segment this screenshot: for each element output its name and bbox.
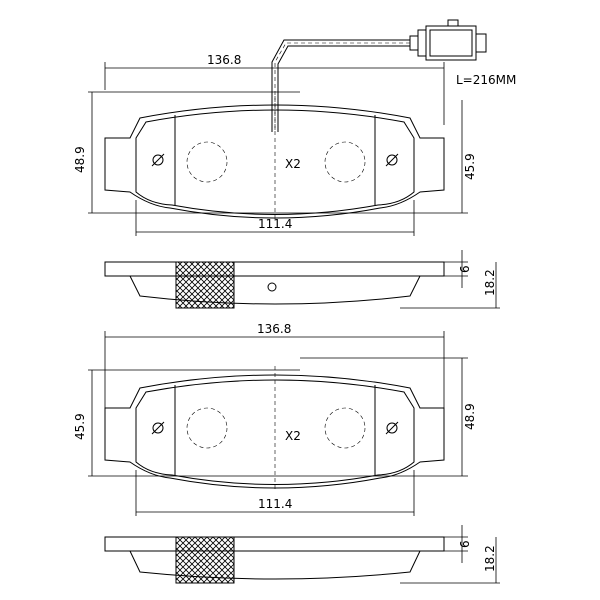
top-thickness-label: 6 bbox=[458, 265, 472, 273]
bottom-right-height-label: 48.9 bbox=[463, 403, 477, 430]
top-left-height-label: 48.9 bbox=[73, 146, 87, 173]
bottom-left-height-label: 45.9 bbox=[73, 413, 87, 440]
top-side-view: 6 18.2 bbox=[104, 250, 500, 309]
top-overall-thickness-label: 18.2 bbox=[483, 269, 497, 296]
top-right-height-label: 45.9 bbox=[463, 153, 477, 180]
top-lower-width-label: 111.4 bbox=[258, 217, 292, 231]
wire-length-label: L=216MM bbox=[456, 73, 516, 87]
top-width-label: 136.8 bbox=[207, 53, 241, 67]
bottom-pad-view: 136.8 45.9 48.9 X2 111.4 bbox=[73, 322, 477, 516]
bottom-lower-width-label: 111.4 bbox=[258, 497, 292, 511]
top-friction-hatch bbox=[175, 261, 235, 309]
bottom-width-label: 136.8 bbox=[257, 322, 291, 336]
bottom-friction-hatch bbox=[175, 536, 235, 584]
top-quantity-label: X2 bbox=[285, 157, 301, 171]
top-pad-view: 136.8 48.9 45.9 X2 111.4 bbox=[73, 19, 516, 236]
bottom-quantity-label: X2 bbox=[285, 429, 301, 443]
bottom-thickness-label: 6 bbox=[458, 540, 472, 548]
bottom-side-view: 6 18.2 bbox=[104, 525, 500, 584]
bottom-overall-thickness-label: 18.2 bbox=[483, 545, 497, 572]
